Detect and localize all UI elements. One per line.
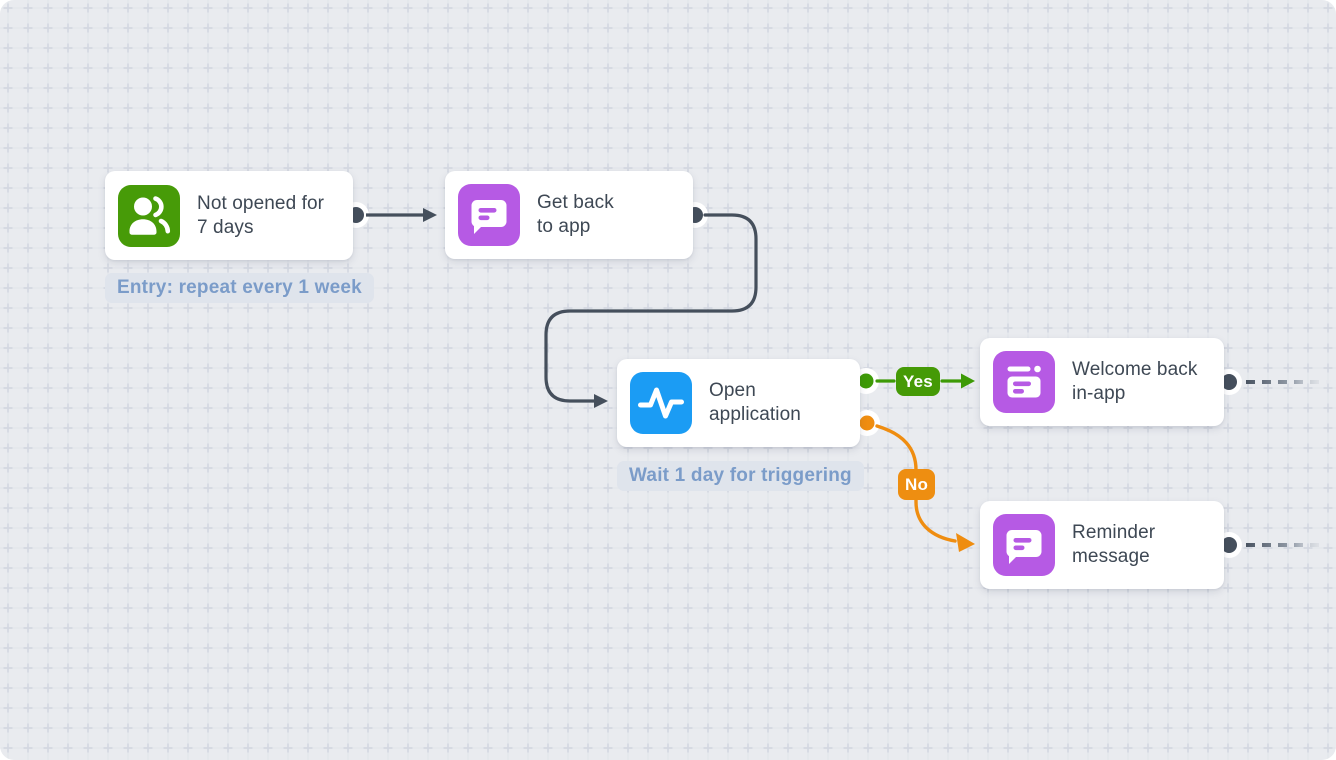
in-app-message-icon (993, 351, 1055, 413)
node-title: Get back to app (537, 192, 614, 237)
chat-message-icon (993, 514, 1055, 576)
yes-branch-badge[interactable]: Yes (896, 367, 940, 396)
yes-port-dot[interactable] (858, 373, 874, 389)
wait-annotation: Wait 1 day for triggering (617, 461, 864, 491)
node-welcome-back[interactable]: Welcome back in-app (980, 338, 1224, 426)
chat-message-icon (458, 184, 520, 246)
node-open-application[interactable]: Open application (617, 359, 860, 447)
entry-annotation: Entry: repeat every 1 week (105, 273, 374, 303)
pulse-icon (630, 372, 692, 434)
no-branch-badge[interactable]: No (898, 469, 935, 500)
node-title: Open application (709, 380, 801, 425)
node-reminder[interactable]: Reminder message (980, 501, 1224, 589)
output-port-dot-reminder[interactable] (1221, 537, 1237, 553)
arrowhead (423, 208, 437, 222)
output-port-dot-welcomeback[interactable] (1221, 374, 1237, 390)
arrowhead (956, 533, 975, 552)
arrowhead (594, 394, 608, 408)
node-not-opened[interactable]: Not opened for 7 days (105, 171, 353, 260)
node-title: Welcome back in-app (1072, 359, 1198, 404)
users-icon (118, 184, 180, 247)
node-get-back[interactable]: Get back to app (445, 171, 693, 259)
node-title: Reminder message (1072, 522, 1156, 567)
connector-notopened-getback[interactable] (366, 208, 437, 222)
connector-yes-branch[interactable] (875, 373, 975, 389)
no-port-dot[interactable] (859, 415, 875, 431)
arrowhead (961, 373, 975, 389)
node-title: Not opened for 7 days (197, 192, 325, 238)
connector-getback-openapplication[interactable] (544, 213, 758, 408)
